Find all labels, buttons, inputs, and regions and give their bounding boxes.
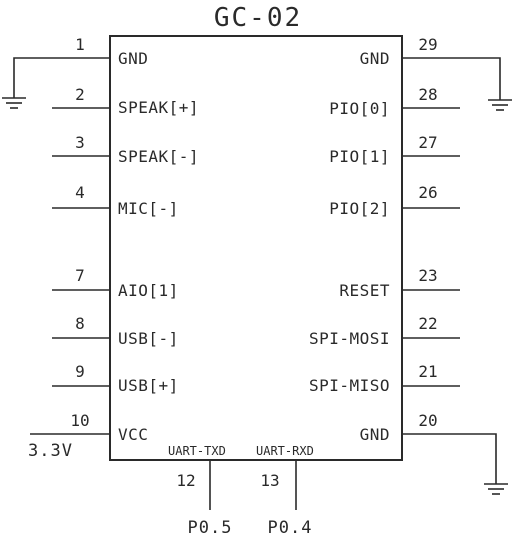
pin-label: PIO[0] <box>329 99 390 118</box>
ground-symbol <box>460 433 508 495</box>
pin-label: GND <box>360 49 390 68</box>
bottom-pin-12: UART-TXD 12 P0.5 <box>168 444 233 538</box>
pin-label: RESET <box>339 281 390 300</box>
pin-label: MIC[-] <box>118 199 179 218</box>
pin-label: SPI-MOSI <box>309 329 390 348</box>
pin-number: 9 <box>75 362 85 381</box>
pin-label: USB[+] <box>118 376 179 395</box>
pin-label: AIO[1] <box>118 281 179 300</box>
right-pin-22: 22 SPI-MOSI <box>309 314 460 348</box>
chip-title: GC-02 <box>214 3 302 33</box>
pin-number: 13 <box>260 471 279 490</box>
right-pin-21: 21 SPI-MISO <box>309 362 460 395</box>
pin-label: GND <box>360 425 390 444</box>
pin-number: 20 <box>418 411 437 430</box>
pin-number: 21 <box>418 362 437 381</box>
pin-number: 4 <box>75 183 85 202</box>
pin-number: 2 <box>75 85 85 104</box>
chip-body <box>109 35 403 461</box>
pin-label: SPI-MISO <box>309 376 390 395</box>
left-pin-7: 7 AIO[1] <box>52 266 179 300</box>
pin-label: UART-RXD <box>256 444 314 458</box>
right-pin-23: 23 RESET <box>339 266 460 300</box>
left-pin-1: 1 GND <box>52 35 148 68</box>
left-pin-9: 9 USB[+] <box>52 362 179 395</box>
right-pin-27: 27 PIO[1] <box>329 133 460 166</box>
pin-label: PIO[1] <box>329 147 390 166</box>
net-label: P0.5 <box>188 518 233 538</box>
left-pin-3: 3 SPEAK[-] <box>52 133 199 166</box>
pin-number: 7 <box>75 266 85 285</box>
pin-label: GND <box>118 49 148 68</box>
pin-number: 3 <box>75 133 85 152</box>
right-pin-20: 20 GND <box>360 411 460 444</box>
pin-number: 8 <box>75 314 85 333</box>
net-label: P0.4 <box>268 518 313 538</box>
pin-label: VCC <box>118 425 148 444</box>
pin-label: SPEAK[+] <box>118 98 199 117</box>
pin-number: 23 <box>418 266 437 285</box>
right-pin-28: 28 PIO[0] <box>329 85 460 118</box>
pin-number: 22 <box>418 314 437 333</box>
pin-number: 12 <box>176 471 195 490</box>
pin-number: 10 <box>70 411 89 430</box>
pin-number: 1 <box>75 35 85 54</box>
pin-label: USB[-] <box>118 329 179 348</box>
left-pin-4: 4 MIC[-] <box>52 183 179 218</box>
pin-number: 27 <box>418 133 437 152</box>
supply-voltage-label: 3.3V <box>28 441 73 461</box>
pin-label: SPEAK[-] <box>118 147 199 166</box>
bottom-pin-13: UART-RXD 13 P0.4 <box>256 444 314 538</box>
pin-label: PIO[2] <box>329 199 390 218</box>
pin-number: 26 <box>418 183 437 202</box>
ground-symbol <box>2 57 52 109</box>
right-pin-29: 29 GND <box>360 35 460 68</box>
left-pin-2: 2 SPEAK[+] <box>52 85 199 117</box>
left-pin-8: 8 USB[-] <box>52 314 179 348</box>
pin-number: 29 <box>418 35 437 54</box>
left-pin-10: 10 VCC 3.3V <box>28 411 148 461</box>
pin-number: 28 <box>418 85 437 104</box>
right-pin-26: 26 PIO[2] <box>329 183 460 218</box>
pin-label: UART-TXD <box>168 444 226 458</box>
ground-symbol <box>460 57 512 111</box>
